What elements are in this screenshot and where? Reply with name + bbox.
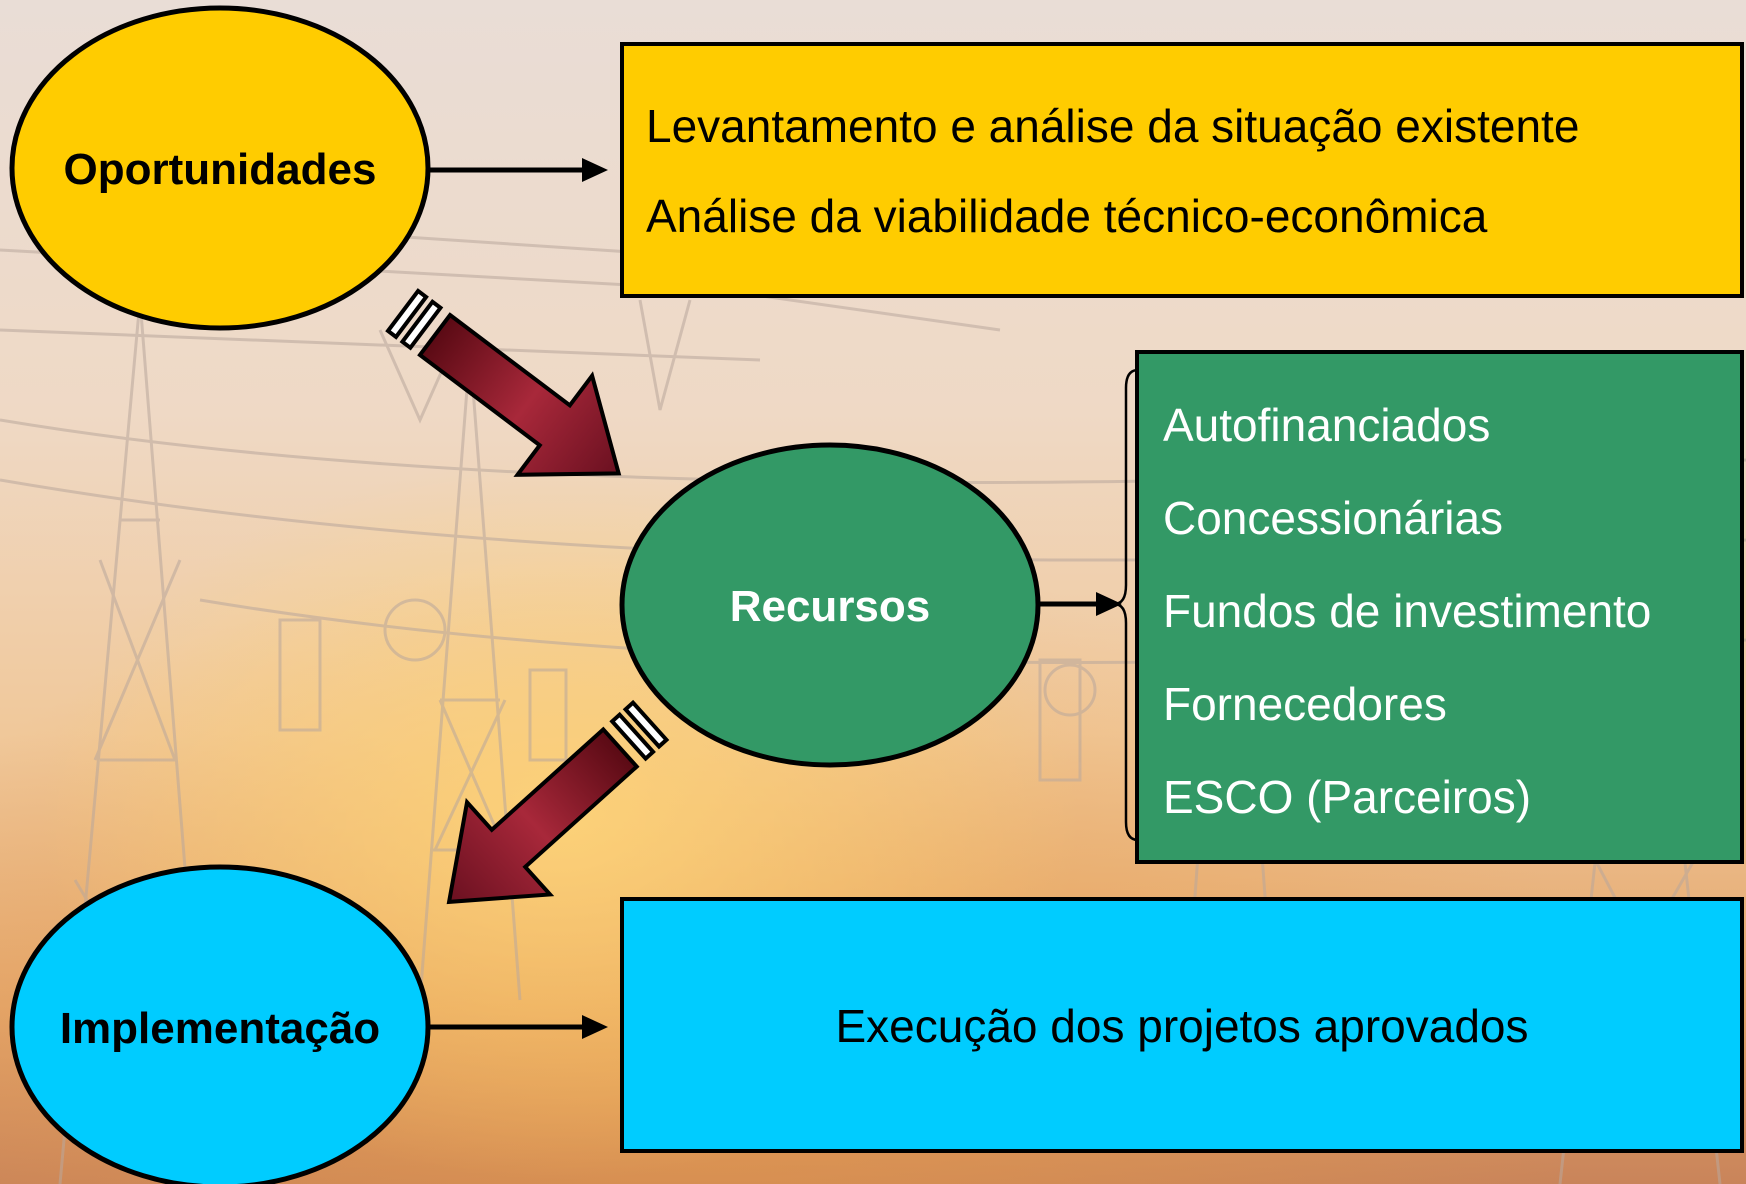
resources-item: Fornecedores: [1163, 678, 1447, 730]
implementation-ellipse: [9, 864, 431, 1184]
opportunities-item: Análise da viabilidade técnico-econômica: [646, 190, 1488, 242]
resources-box: Autofinanciados Concessionárias Fundos d…: [1135, 350, 1744, 864]
opportunities-box: Levantamento e análise da situação exist…: [620, 42, 1744, 298]
opportunities-item: Levantamento e análise da situação exist…: [646, 100, 1580, 152]
resources-item: Fundos de investimento: [1163, 585, 1652, 637]
implementation-box: Execução dos projetos aprovados: [620, 897, 1744, 1153]
connector-arrow-resources: [1038, 592, 1122, 616]
resources-item: ESCO (Parceiros): [1163, 771, 1532, 823]
opportunities-label: Oportunidades: [63, 145, 377, 194]
implementation-label: Implementação: [59, 1004, 381, 1053]
resources-item: Concessionárias: [1163, 492, 1504, 544]
resources-brace: [1113, 368, 1139, 842]
opportunities-ellipse: [9, 5, 431, 331]
flow-arrow-opportunities-to-resources: [385, 288, 622, 477]
connector-arrow-implementation: [430, 1015, 608, 1039]
resources-item: Autofinanciados: [1163, 399, 1491, 451]
resources-label: Recursos: [729, 582, 931, 631]
connector-arrow-opportunities: [430, 158, 608, 182]
implementation-item: Execução dos projetos aprovados: [835, 1000, 1529, 1052]
flow-arrow-resources-to-implementation: [446, 699, 670, 905]
